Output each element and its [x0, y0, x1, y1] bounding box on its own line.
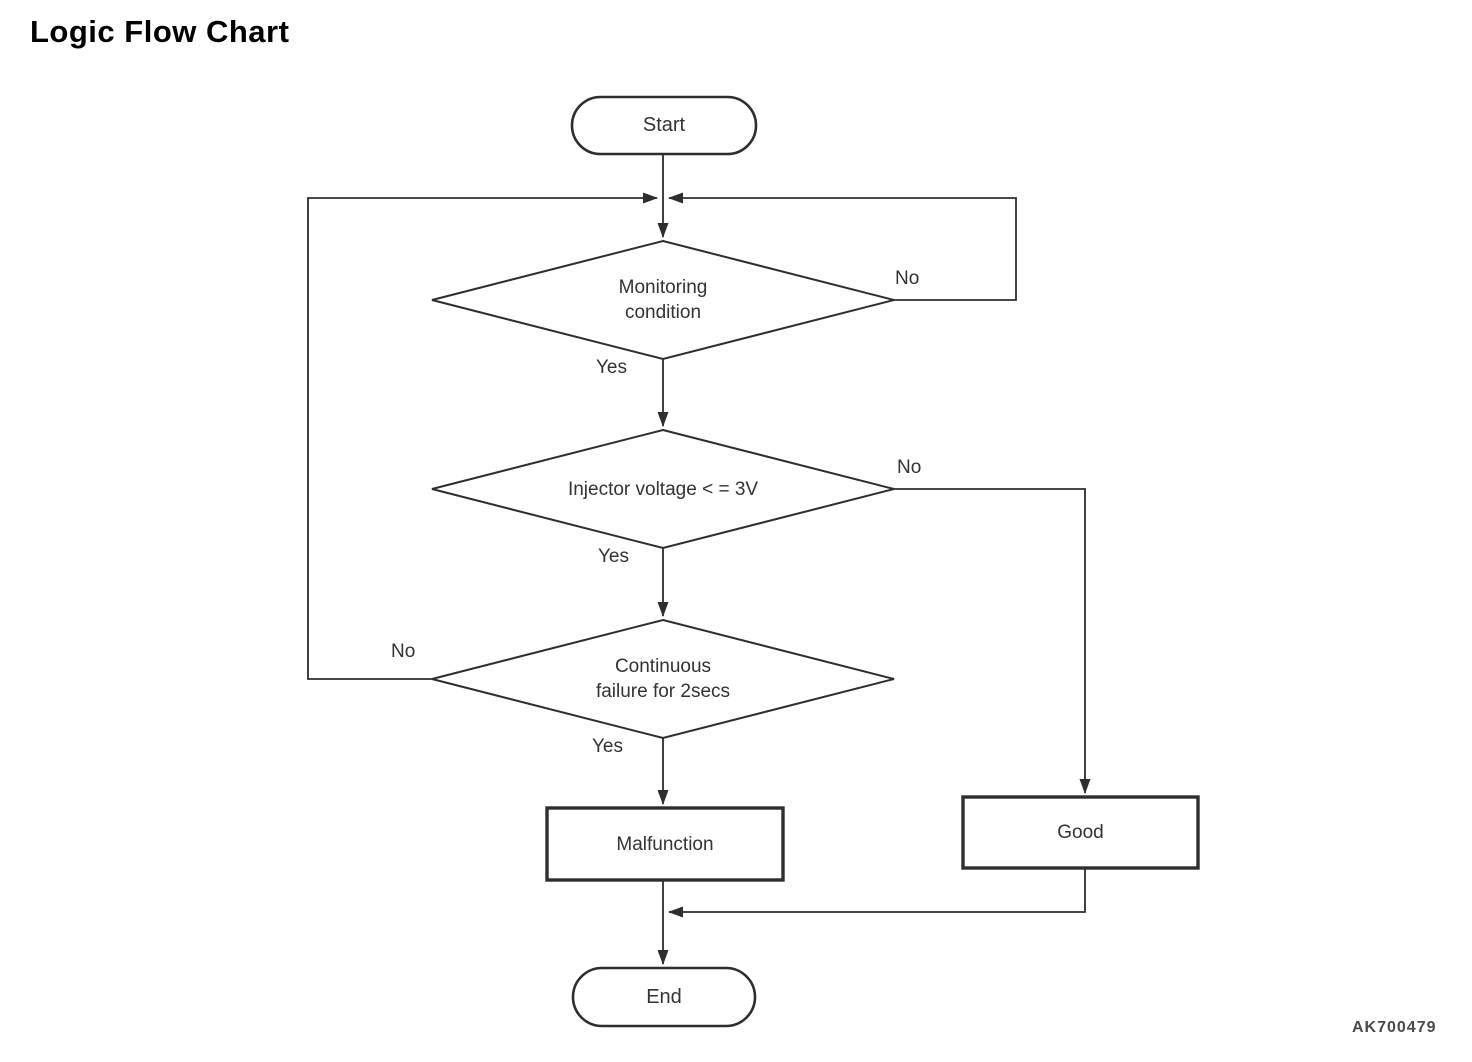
injector-decision-shape [431, 428, 895, 550]
node-shapes [431, 95, 1200, 1028]
monitoring-decision-shape [431, 239, 895, 361]
start-terminator-shape [570, 95, 758, 156]
good-process-shape [961, 795, 1200, 870]
page-title: Logic Flow Chart [30, 14, 290, 49]
edge-good-to-join [668, 868, 1086, 918]
connector-lines [307, 154, 1091, 965]
figure-code: AK700479 [1352, 1019, 1437, 1036]
end-terminator-shape [571, 966, 757, 1028]
edge-injector-no-to-good [894, 488, 1091, 794]
continuous-decision-shape [431, 618, 895, 740]
edge-monitoring-no-loop [668, 192, 1017, 301]
malfunction-process-shape [545, 806, 785, 882]
edge-continuous-no-loop [307, 192, 658, 680]
